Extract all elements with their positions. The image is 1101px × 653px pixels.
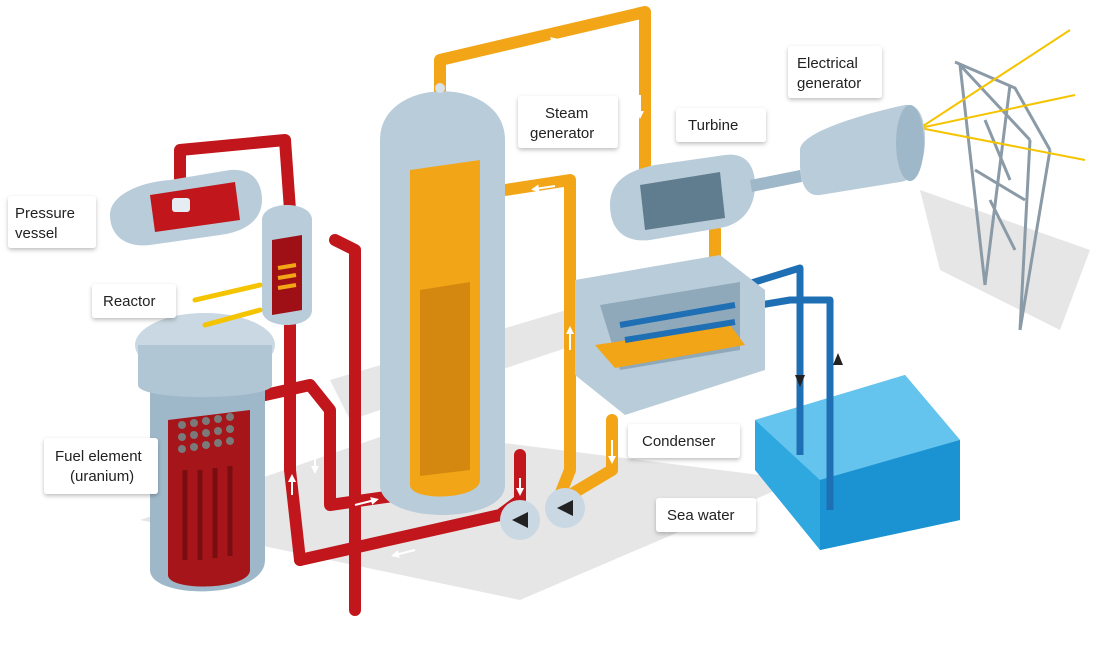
steam-generator-label-line1: Steam <box>545 105 588 122</box>
pressure-vessel <box>110 169 262 246</box>
steam-generator <box>380 83 505 515</box>
power-lines <box>919 29 1086 161</box>
power-pylon <box>954 60 1052 331</box>
fuel-rods <box>178 413 234 453</box>
sea-water-tank <box>755 375 960 550</box>
turbine-label: Turbine <box>688 117 738 134</box>
cooling-arrows <box>795 353 843 387</box>
label-condenser: Condenser <box>628 424 740 458</box>
electrical-generator-label-line2: generator <box>797 75 861 92</box>
pressure-vessel-label-line1: Pressure <box>15 205 75 222</box>
heat-rays <box>192 282 263 328</box>
label-reactor: Reactor <box>92 284 176 318</box>
reactor <box>135 313 275 592</box>
fuel-element-label-line2: (uranium) <box>70 468 134 485</box>
label-steam-generator: Steam generator <box>518 96 618 148</box>
condenser-label: Condenser <box>642 433 715 450</box>
electrical-generator <box>750 104 925 196</box>
fuel-element-label-line1: Fuel element <box>55 448 143 465</box>
steam-generator-label-line2: generator <box>530 125 594 142</box>
label-turbine: Turbine <box>676 108 766 142</box>
label-electrical-generator: Electrical generator <box>788 46 882 98</box>
label-sea-water: Sea water <box>656 498 756 532</box>
secondary-flow-arrows <box>531 37 644 464</box>
pumps <box>500 488 585 540</box>
label-pressure-vessel: Pressure vessel <box>8 196 96 248</box>
label-fuel-element: Fuel element (uranium) <box>44 438 158 494</box>
sea-water-label: Sea water <box>667 507 735 524</box>
pressurizer <box>262 205 312 325</box>
condenser <box>575 255 765 415</box>
reactor-label: Reactor <box>103 293 156 310</box>
pressure-vessel-label-line2: vessel <box>15 225 58 242</box>
turbine <box>610 154 755 241</box>
electrical-generator-label-line1: Electrical <box>797 55 858 72</box>
